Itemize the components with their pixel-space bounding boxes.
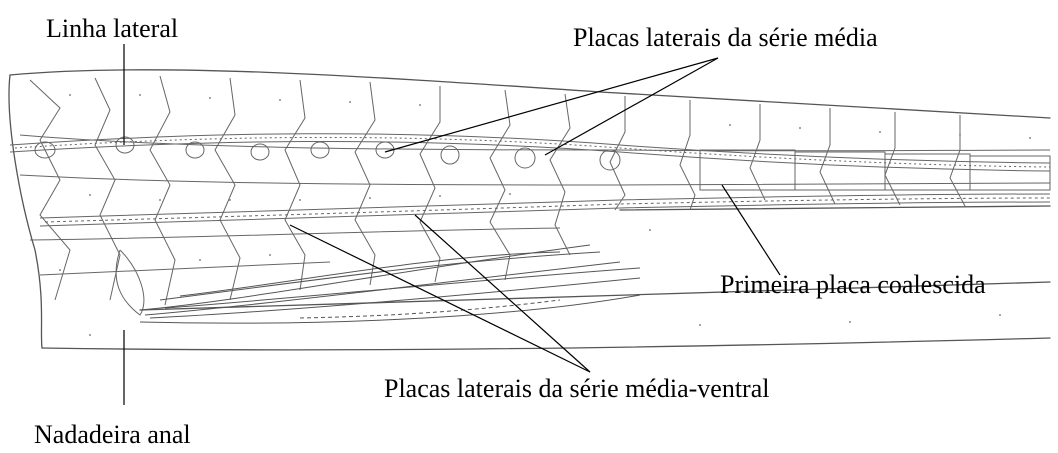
texture-dots — [59, 94, 1031, 336]
leader-coalescida — [722, 185, 780, 275]
leader-serie-media-1 — [385, 58, 718, 152]
leader-serie-media-2 — [545, 58, 718, 155]
ventral-plate-row — [40, 194, 1050, 226]
label-linha-lateral: Linha lateral — [46, 16, 178, 42]
label-primeira-placa-coalescida: Primeira placa coalescida — [720, 272, 986, 298]
label-serie-media: Placas laterais da série média — [573, 25, 878, 51]
label-serie-media-ventral: Placas laterais da série média-ventral — [384, 376, 769, 402]
label-nadadeira-anal: Nadadeira anal — [34, 422, 191, 448]
anal-fin — [140, 245, 640, 323]
lateral-line-row — [10, 134, 1050, 190]
